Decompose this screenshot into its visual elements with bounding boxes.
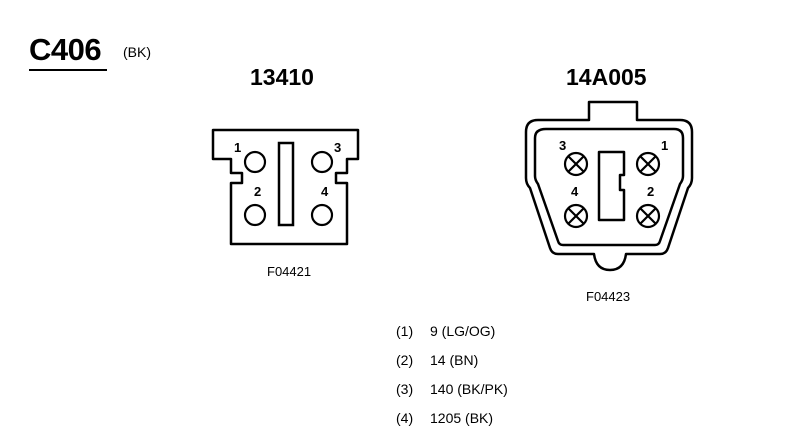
wire-description: 1205 (BK) bbox=[430, 410, 494, 426]
wire-description: 140 (BK/PK) bbox=[430, 381, 508, 397]
left-pin-1 bbox=[243, 150, 267, 174]
right-pin-1 bbox=[635, 151, 661, 177]
right-pin-3 bbox=[563, 151, 589, 177]
right-pin-label-4: 4 bbox=[571, 184, 579, 199]
left-pin-label-3: 3 bbox=[334, 140, 341, 155]
right-connector-inner-housing bbox=[533, 127, 685, 247]
connector-id-underline bbox=[29, 69, 107, 71]
wire-description: 9 (LG/OG) bbox=[430, 323, 496, 339]
left-connector-drawing: 1 3 2 4 bbox=[211, 128, 360, 246]
right-pin-2 bbox=[635, 203, 661, 229]
left-pin-label-1: 1 bbox=[234, 140, 241, 155]
wire-description: 14 (BN) bbox=[430, 352, 479, 368]
right-pin-label-1: 1 bbox=[661, 138, 668, 153]
right-figure-id: F04423 bbox=[586, 289, 631, 304]
connector-color: (BK) bbox=[123, 44, 151, 60]
pin-number: (3) bbox=[396, 381, 414, 397]
left-connector-housing bbox=[211, 128, 360, 246]
pin-number: (4) bbox=[396, 410, 414, 426]
left-pin-2 bbox=[243, 203, 267, 227]
pin-number: (2) bbox=[396, 352, 414, 368]
right-pin-4 bbox=[563, 203, 589, 229]
left-part-number: 13410 bbox=[250, 64, 314, 90]
left-pin-label-4: 4 bbox=[321, 184, 329, 199]
left-pin-4 bbox=[310, 203, 334, 227]
right-part-number: 14A005 bbox=[566, 64, 647, 90]
left-figure-id: F04421 bbox=[267, 264, 312, 279]
right-center-latch bbox=[597, 150, 626, 222]
left-center-key bbox=[277, 141, 295, 227]
right-pin-label-2: 2 bbox=[647, 184, 654, 199]
right-connector-drawing: 3 1 4 2 bbox=[524, 100, 694, 272]
connector-id: C406 bbox=[29, 32, 102, 67]
right-pin-label-3: 3 bbox=[559, 138, 566, 153]
left-pin-3 bbox=[310, 150, 334, 174]
right-connector-outer-housing bbox=[524, 100, 694, 272]
pin-number: (1) bbox=[396, 323, 414, 339]
left-pin-label-2: 2 bbox=[254, 184, 261, 199]
